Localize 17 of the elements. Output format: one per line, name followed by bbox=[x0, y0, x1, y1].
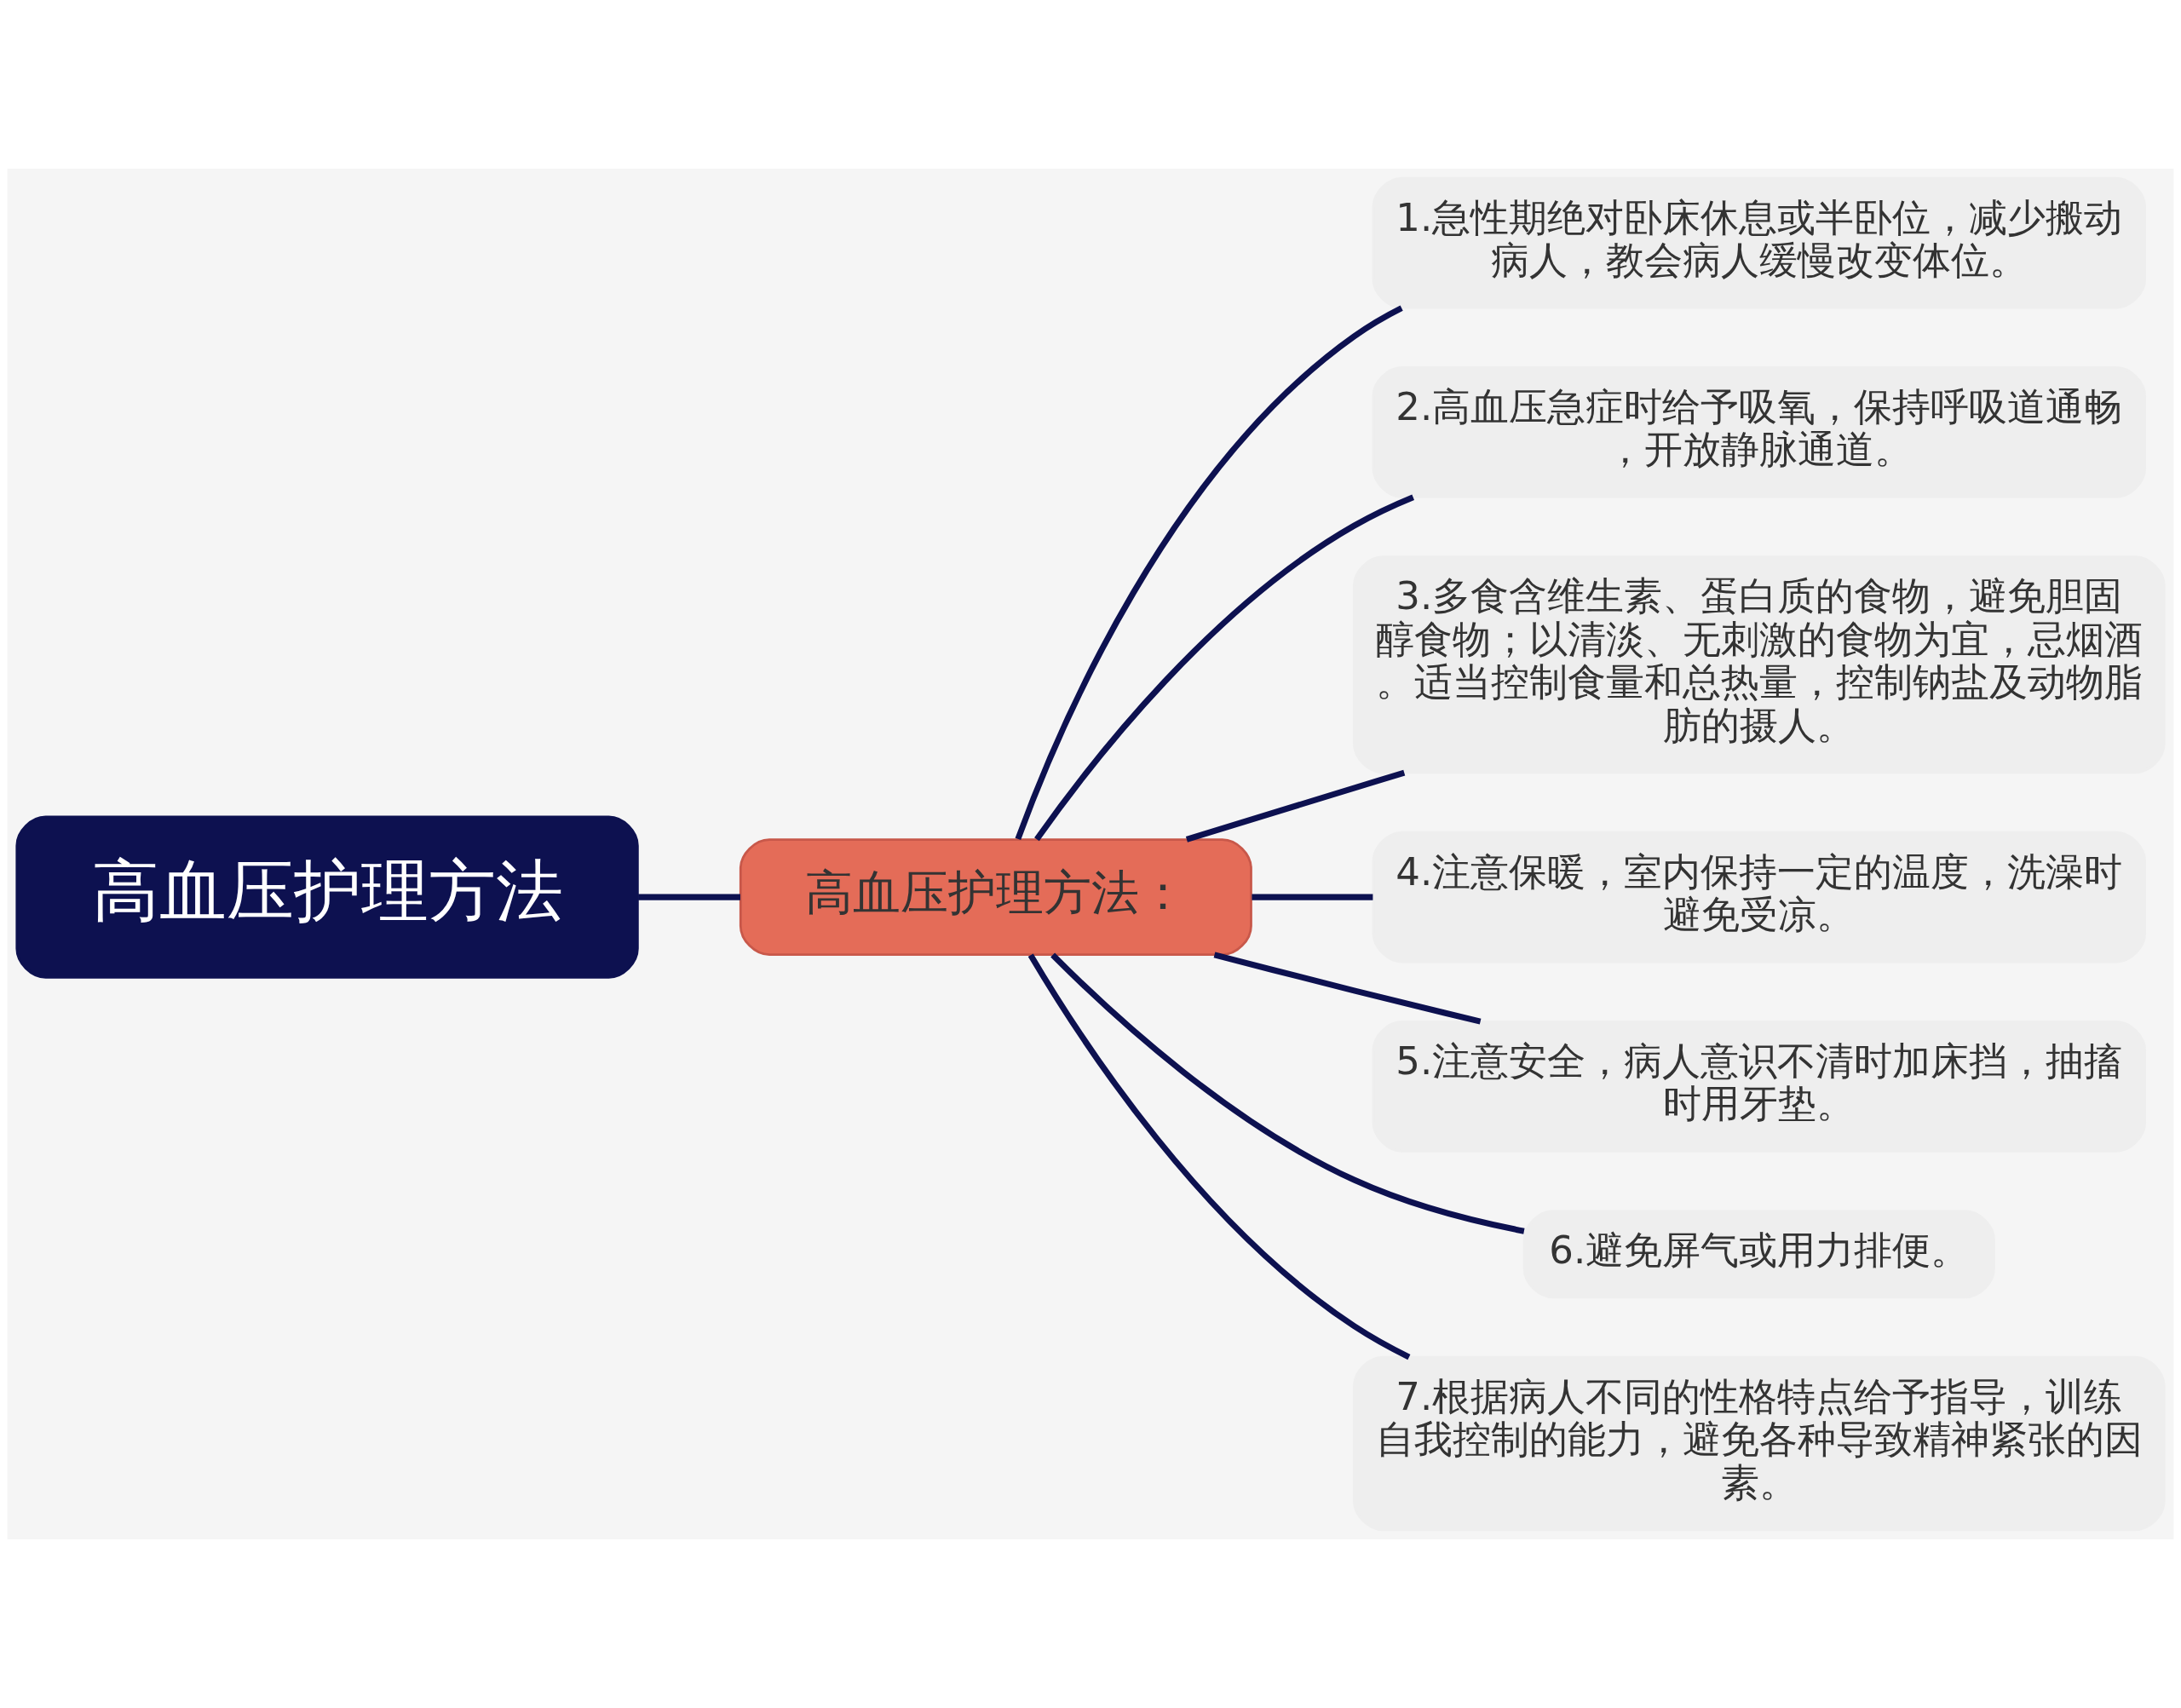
node-box: 1.急性期绝对卧床休息或半卧位，减少搬动病人，教会病人缓慢改变体位。 bbox=[1372, 176, 2147, 309]
node-box: 5.注意安全，病人意识不清时加床挡，抽搐时用牙垫。 bbox=[1372, 1021, 2147, 1153]
connector bbox=[1015, 305, 1403, 841]
connector bbox=[1185, 769, 1406, 842]
connector bbox=[1034, 494, 1415, 842]
connector bbox=[1050, 952, 1525, 1234]
connector bbox=[1213, 952, 1482, 1025]
node-box: 6.避免屏气或用力排便。 bbox=[1522, 1210, 1995, 1299]
connector bbox=[1027, 953, 1411, 1360]
connector bbox=[1252, 894, 1373, 900]
connector bbox=[638, 894, 740, 900]
node-box: 高血压护理方法： bbox=[739, 838, 1252, 957]
node-box: 高血压护理方法 bbox=[15, 815, 639, 979]
node-box: 2.高血压急症时给予吸氧，保持呼吸道通畅，开放静脉通道。 bbox=[1372, 366, 2147, 498]
node-box: 7.根据病人不同的性格特点给予指导，训练自我控制的能力，避免各种导致精神紧张的因素。 bbox=[1353, 1355, 2166, 1532]
node-box: 4.注意保暖，室内保持一定的温度，洗澡时避免受凉。 bbox=[1372, 831, 2147, 963]
node-box: 3.多食含维生素、蛋白质的食物，避免胆固醇食物；以清淡、无刺激的食物为宜，忌烟酒。适当控制食量和总热量，控制钠盐及动物脂肪的摄人。 bbox=[1353, 555, 2166, 774]
